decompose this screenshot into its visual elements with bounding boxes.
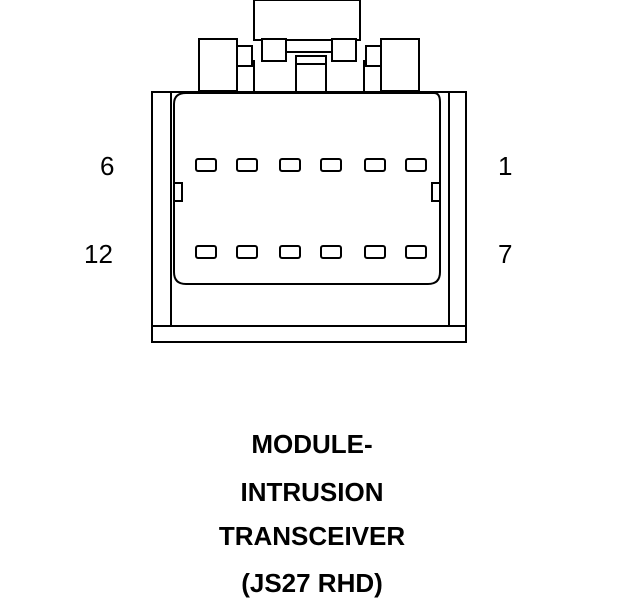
pin-row-top [195,158,427,172]
pin-11 [236,245,258,259]
caption-line-3: TRANSCEIVER [218,521,406,551]
pin-label-7: 7 [498,239,513,269]
pin-2 [364,158,386,172]
pin-12 [195,245,217,259]
pin-4 [279,158,301,172]
caption-line-2: INTRUSION [240,477,384,507]
pin-1 [405,158,427,172]
pin-3 [320,158,342,172]
pin-label-12: 12 [84,239,113,269]
pin-5 [236,158,258,172]
connector-cavity [173,92,441,285]
pin-label-1: 1 [498,151,513,181]
caption-line-1: MODULE- [251,429,373,459]
connector-latch [198,0,420,95]
pin-label-6: 6 [100,151,115,181]
connector-diagram [151,0,467,343]
pin-6 [195,158,217,172]
pin-7 [405,245,427,259]
caption-line-4: (JS27 RHD) [241,568,383,598]
pin-row-bottom [195,245,427,259]
pin-9 [320,245,342,259]
pin-8 [364,245,386,259]
pin-10 [279,245,301,259]
